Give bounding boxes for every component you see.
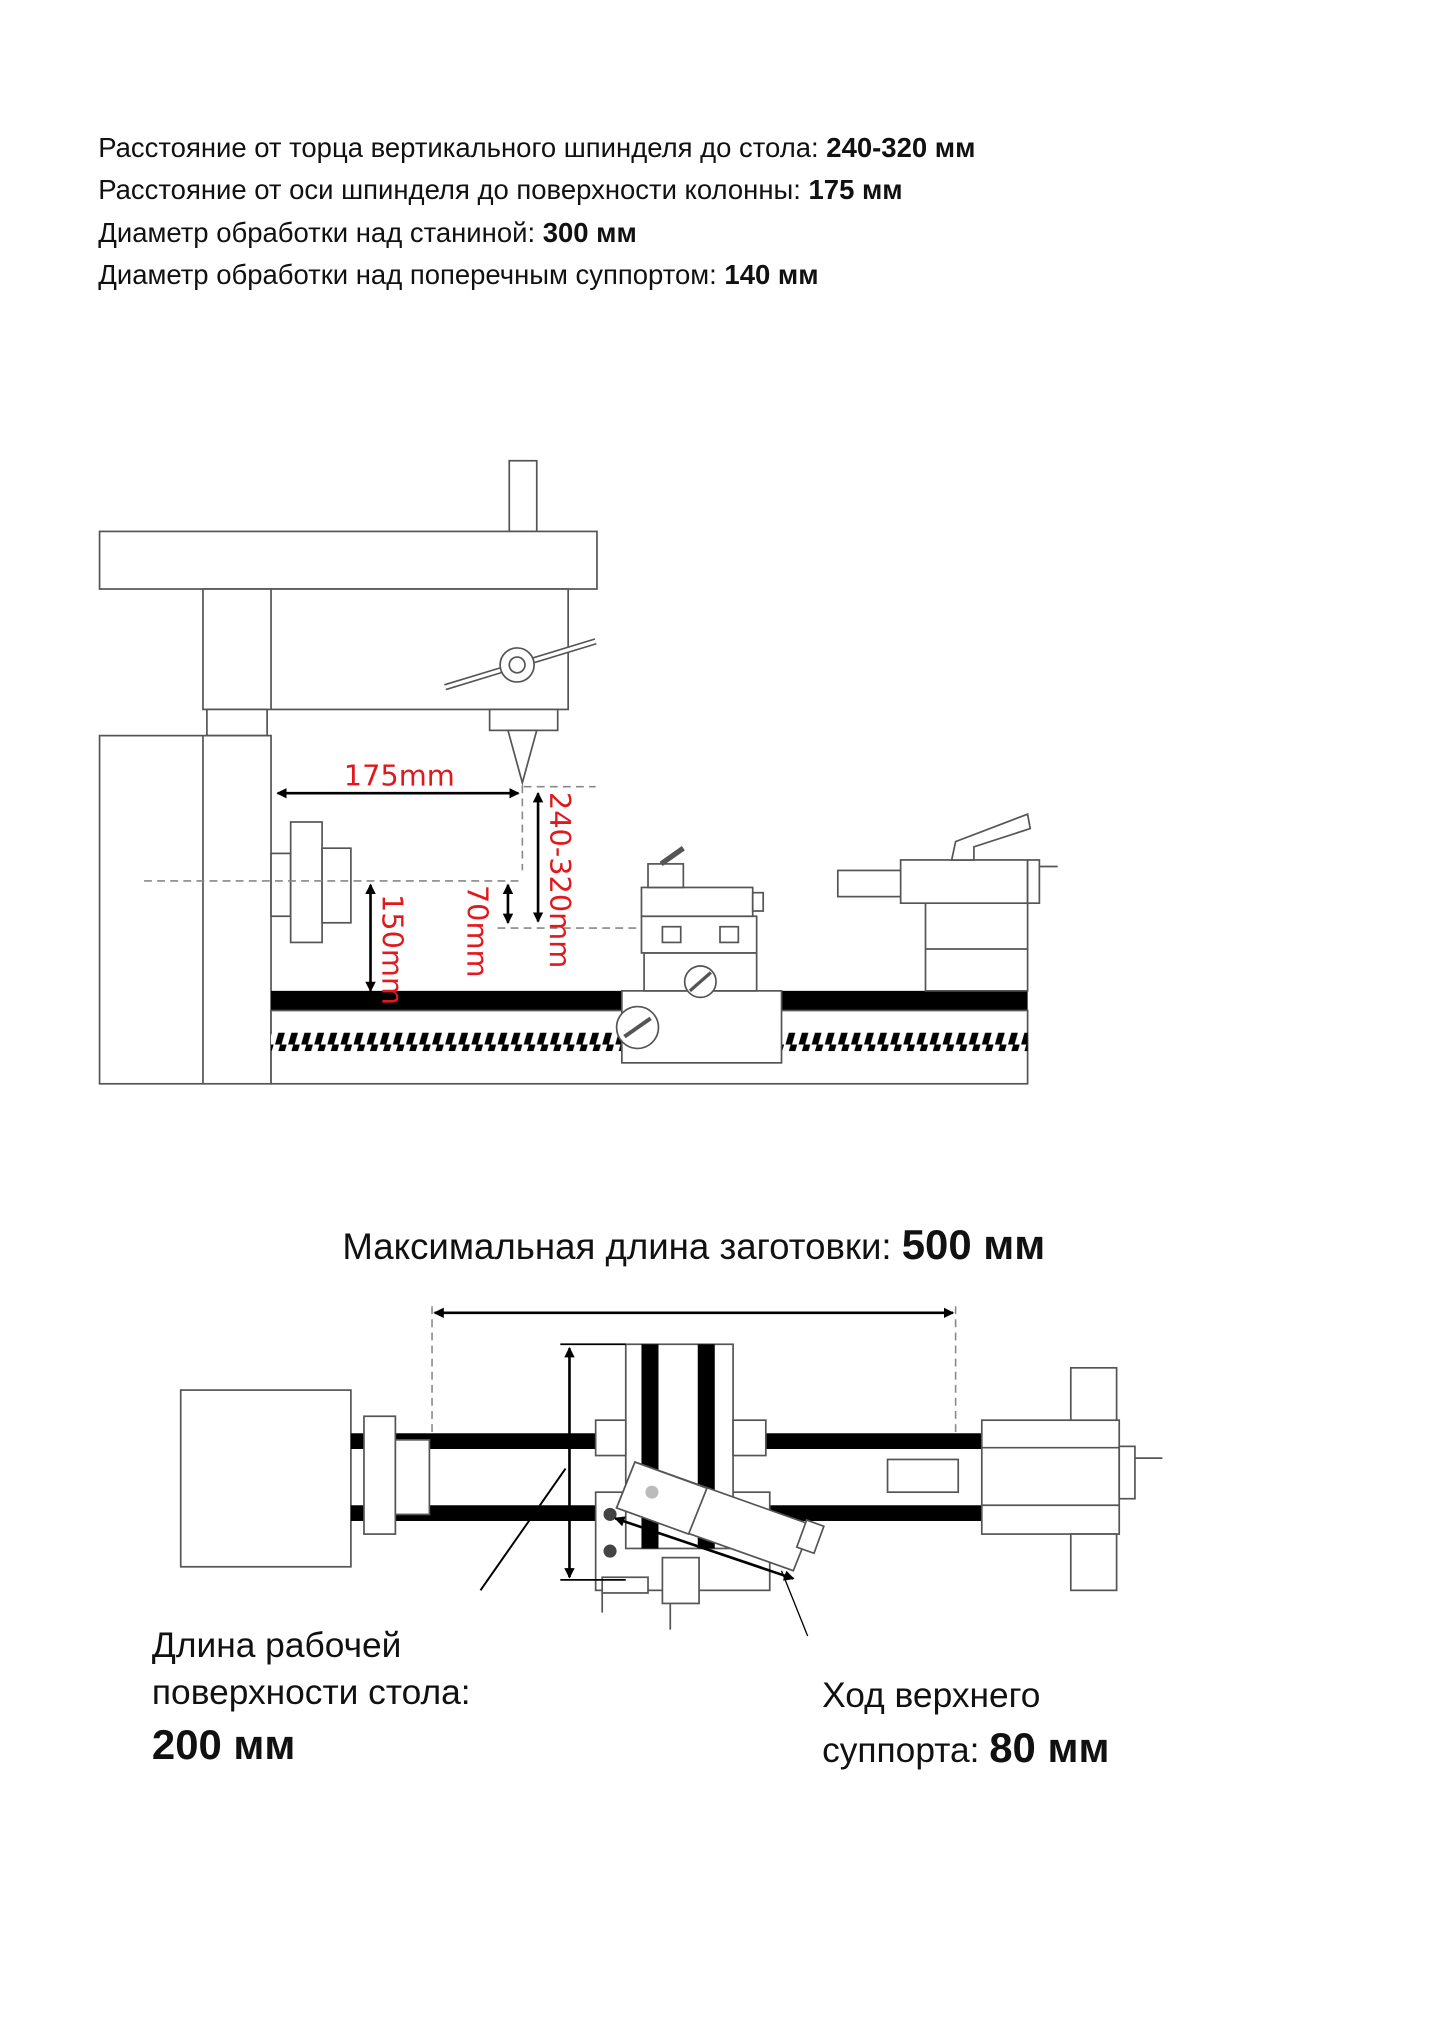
svg-text:Длина рабочей: Длина рабочей	[152, 1626, 401, 1665]
spec-list: Расстояние от торца вертикального шпинде…	[98, 132, 975, 290]
dim-70: 70mm	[460, 885, 494, 978]
svg-text:Ход верхнего: Ход верхнего	[822, 1676, 1040, 1715]
svg-text:поверхности стола:: поверхности стола:	[152, 1673, 471, 1712]
dim-150: 150mm	[375, 894, 409, 1005]
spec-line: Диаметр обработки над станиной: 300 мм	[98, 217, 637, 248]
table-length-caption: Длина рабочей поверхности стола: 200 мм	[152, 1626, 471, 1768]
svg-text:200 мм: 200 мм	[152, 1721, 295, 1768]
max-length-caption: Максимальная длина заготовки: 500 мм	[342, 1221, 1045, 1268]
top-view-drawing	[179, 1306, 1163, 1637]
top-slide-caption: Ход верхнего суппорта: 80 мм	[822, 1676, 1109, 1771]
spec-line: Расстояние от торца вертикального шпинде…	[98, 132, 975, 163]
spec-line: Расстояние от оси шпинделя до поверхност…	[98, 174, 902, 205]
dim-240-320: 240-320mm	[543, 792, 577, 968]
dim-175: 175mm	[344, 758, 455, 792]
svg-text:суппорта: 80 мм: суппорта: 80 мм	[822, 1724, 1109, 1771]
side-view-drawing: 175mm 240-320mm 70mm 150mm	[98, 459, 1058, 1085]
leader-line	[479, 1468, 567, 1591]
spec-line: Диаметр обработки над поперечным суппорт…	[98, 259, 818, 290]
feed-handle	[444, 638, 597, 691]
leader-line	[780, 1570, 809, 1637]
compound-slide	[614, 1460, 825, 1581]
